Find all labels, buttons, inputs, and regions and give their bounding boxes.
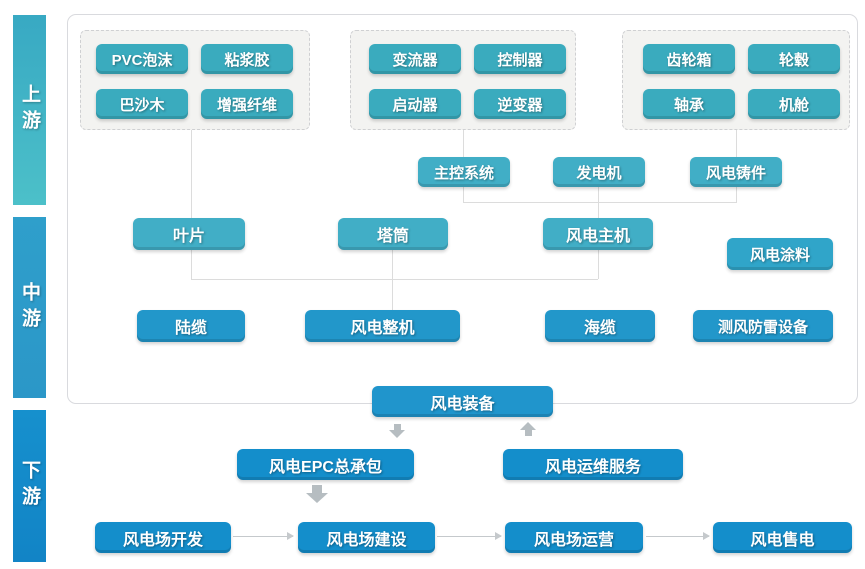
chip-pvc-foam: PVC泡沫 (96, 44, 188, 74)
group-drivetrain-components: 齿轮箱 轮毂 轴承 机舱 (622, 30, 850, 130)
node-wind-farm-operation: 风电场运营 (505, 522, 643, 553)
group-electrical-components: 变流器 控制器 启动器 逆变器 (350, 30, 576, 130)
arrow-right-icon (437, 532, 502, 540)
chip-starter: 启动器 (369, 89, 461, 119)
node-wind-measure-lightning-equipment: 测风防雷设备 (693, 310, 833, 342)
node-wind-power-sales: 风电售电 (713, 522, 852, 553)
connector-line (191, 130, 192, 218)
chip-reinforced-fiber: 增强纤维 (201, 89, 293, 119)
node-sea-cable: 海缆 (545, 310, 655, 342)
chip-converter: 变流器 (369, 44, 461, 74)
connector-line (392, 250, 393, 310)
node-generator: 发电机 (553, 157, 645, 187)
stage-label-upstream: 上游 (13, 15, 46, 205)
chip-controller: 控制器 (474, 44, 566, 74)
node-main-control-system: 主控系统 (418, 157, 510, 187)
node-wind-epc-contracting: 风电EPC总承包 (237, 449, 414, 480)
arrow-right-icon (233, 532, 294, 540)
chip-bearing: 轴承 (643, 89, 735, 119)
node-wind-farm-development: 风电场开发 (95, 522, 231, 553)
node-wind-equipment: 风电装备 (372, 386, 553, 417)
chip-inverter: 逆变器 (474, 89, 566, 119)
node-wind-farm-construction: 风电场建设 (298, 522, 435, 553)
chip-nacelle: 机舱 (748, 89, 840, 119)
connector-line (598, 187, 599, 218)
arrow-up-icon (520, 422, 536, 436)
chip-balsa-wood: 巴沙木 (96, 89, 188, 119)
node-wind-main-unit: 风电主机 (543, 218, 653, 250)
node-wind-om-service: 风电运维服务 (503, 449, 683, 480)
node-land-cable: 陆缆 (137, 310, 245, 342)
stage-label-midstream: 中游 (13, 217, 46, 398)
arrow-down-icon (389, 424, 405, 438)
group-blade-materials: PVC泡沫 粘浆胶 巴沙木 增强纤维 (80, 30, 310, 130)
arrow-right-icon (646, 532, 710, 540)
node-wind-coating: 风电涂料 (727, 238, 833, 270)
node-blade: 叶片 (133, 218, 245, 250)
node-wind-castings: 风电铸件 (690, 157, 782, 187)
connector-line (598, 250, 599, 279)
node-wind-complete-machine: 风电整机 (305, 310, 460, 342)
stage-label-downstream: 下游 (13, 410, 46, 562)
chip-adhesive: 粘浆胶 (201, 44, 293, 74)
chip-hub: 轮毂 (748, 44, 840, 74)
node-tower: 塔筒 (338, 218, 448, 250)
connector-line (191, 250, 192, 279)
arrow-down-icon (306, 485, 328, 503)
connector-line (191, 279, 598, 280)
chip-gearbox: 齿轮箱 (643, 44, 735, 74)
connector-line (463, 202, 737, 203)
